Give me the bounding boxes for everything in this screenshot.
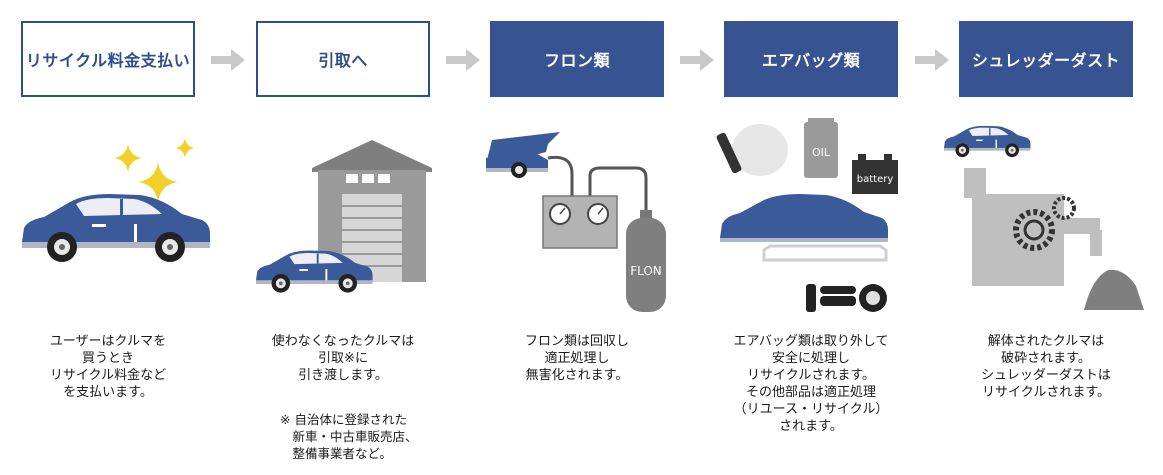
car-hood-open-icon [486, 132, 560, 178]
arrow-right-icon [446, 49, 480, 71]
shredder-icon [964, 168, 1102, 286]
step-label: 引取へ [318, 51, 368, 70]
sparkle-icon [114, 138, 195, 202]
arrow-right-icon [211, 49, 245, 71]
pickup-footnote: ※ 自治体に登録された 新車・中古車販売店、 整備事業者など。 [280, 412, 418, 461]
gauge-manifold-icon [542, 195, 618, 249]
description-airbag: エアバッグ類は取り外して 安全に処理し リサイクルされます。 その他部品は適正処… [733, 334, 889, 434]
description-flon: フロン類は回収し 適正処理し 無害化されます。 [524, 334, 629, 383]
step-label: リサイクル料金支払い [25, 51, 191, 70]
illustrations: FLON OIL battery [22, 118, 1144, 312]
arrow-right-icon [915, 49, 949, 71]
description-pickup: 使わなくなったクルマは 引取※に 引き渡します。 [271, 334, 415, 383]
tires-icon [806, 284, 887, 312]
flon-label: FLON [630, 264, 662, 278]
step-label: フロン類 [543, 51, 610, 70]
description-shredder: 解体されたクルマは 破砕されます。 シュレッダーダストは リサイクルされます。 [981, 334, 1111, 400]
flon-cylinder-icon: FLON [626, 210, 666, 312]
arrow-right-icon [680, 49, 714, 71]
car-icon [944, 125, 1031, 158]
description-payment: ユーザーはクルマを 買うとき リサイクル料金など を支払います。 [49, 334, 167, 400]
step-box-flon: フロン類 [490, 21, 664, 97]
garage-icon [312, 140, 432, 282]
oil-label: OIL [812, 146, 831, 159]
step-box-payment: リサイクル料金支払い [21, 21, 195, 97]
shredder-dust-icon [1084, 269, 1144, 310]
car-body-icon [720, 194, 888, 262]
step-box-shredder: シュレッダーダスト [959, 21, 1133, 97]
battery-icon: battery [852, 154, 898, 194]
step-box-airbag: エアバッグ類 [724, 21, 898, 97]
step-box-pickup: 引取へ [256, 21, 430, 97]
airbag-icon [716, 124, 788, 176]
car-icon [22, 194, 210, 262]
step-label: シュレッダーダスト [971, 51, 1121, 70]
oil-can-icon: OIL [804, 118, 838, 178]
step-label: エアバッグ類 [761, 51, 861, 70]
battery-label: battery [857, 174, 894, 185]
